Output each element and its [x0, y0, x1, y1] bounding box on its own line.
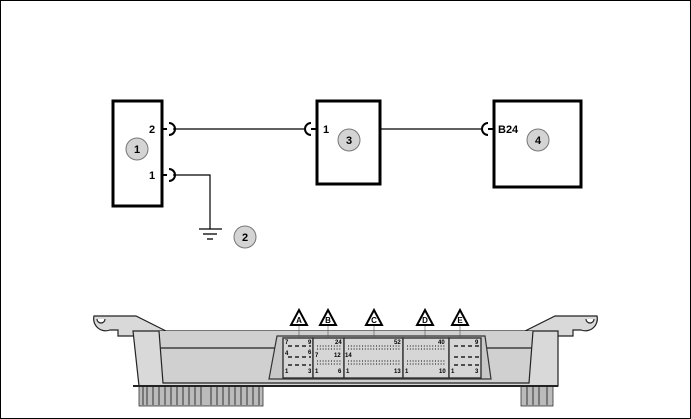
ground-icon: [199, 228, 222, 240]
callout-1-label: 1: [134, 144, 140, 156]
terminals: [162, 122, 493, 182]
callout-2-label: 2: [242, 232, 248, 244]
pin-number: 9: [475, 340, 479, 346]
wires: [173, 128, 482, 229]
pin-number: 3: [308, 369, 312, 375]
pin-number: 9: [308, 340, 312, 346]
pin-number: 1: [451, 369, 455, 375]
connector-a-marker-icon: [289, 307, 309, 326]
connector-a[interactable]: [282, 337, 314, 379]
callout-2: [233, 225, 257, 249]
connector-blocks: [282, 337, 482, 379]
pin-number: 14: [345, 353, 352, 359]
pin-number: 7: [315, 353, 319, 359]
pin-number: 13: [394, 369, 401, 375]
pin-label: 1: [323, 124, 329, 136]
pin-number: 10: [439, 369, 446, 375]
pin-number: 3: [475, 369, 479, 375]
pin-number: 1: [285, 369, 289, 375]
connector-label-a: A: [296, 316, 302, 325]
callout-1: [125, 137, 149, 161]
connector-e-marker-icon: [450, 307, 470, 326]
connector-d[interactable]: [402, 337, 450, 379]
connector-label-e: E: [457, 316, 463, 325]
connector-c-marker-icon: [364, 307, 384, 326]
pin-number: 6: [338, 369, 342, 375]
wire-ground: [173, 174, 211, 229]
pin-number: 1: [405, 369, 409, 375]
connector-label-b: B: [325, 316, 331, 325]
pin-number: 40: [438, 340, 445, 346]
pin-number: 52: [394, 340, 401, 346]
terminal-icon: [481, 122, 489, 136]
callout-4: [526, 128, 550, 152]
pin-number: 6: [308, 350, 312, 356]
pin-label: B24: [498, 124, 519, 136]
connector-e[interactable]: [448, 337, 482, 379]
pin-label: 1: [149, 170, 155, 182]
pin-number: 12: [334, 353, 341, 359]
connector-d-marker-icon: [415, 307, 435, 326]
pin-number: 7: [285, 340, 289, 346]
pin-number: 1: [315, 369, 319, 375]
terminal-icon: [304, 122, 312, 136]
terminal-icon: [168, 168, 176, 182]
pin-label: 2: [149, 124, 155, 136]
pin-number: 4: [285, 351, 289, 357]
terminal-icon: [168, 122, 176, 136]
callout-4-label: 4: [535, 135, 542, 147]
pin-number: 24: [335, 340, 342, 346]
connector-label-c: C: [371, 316, 377, 325]
callout-3-label: 3: [346, 135, 352, 147]
connector-c[interactable]: [343, 337, 404, 379]
connector-b[interactable]: [312, 337, 345, 379]
large-pins: [288, 345, 479, 366]
connector-b-marker-icon: [318, 307, 338, 326]
connector-label-d: D: [422, 316, 428, 325]
callout-3: [337, 128, 361, 152]
small-pins: [317, 345, 446, 365]
pin-number: 1: [346, 369, 350, 375]
